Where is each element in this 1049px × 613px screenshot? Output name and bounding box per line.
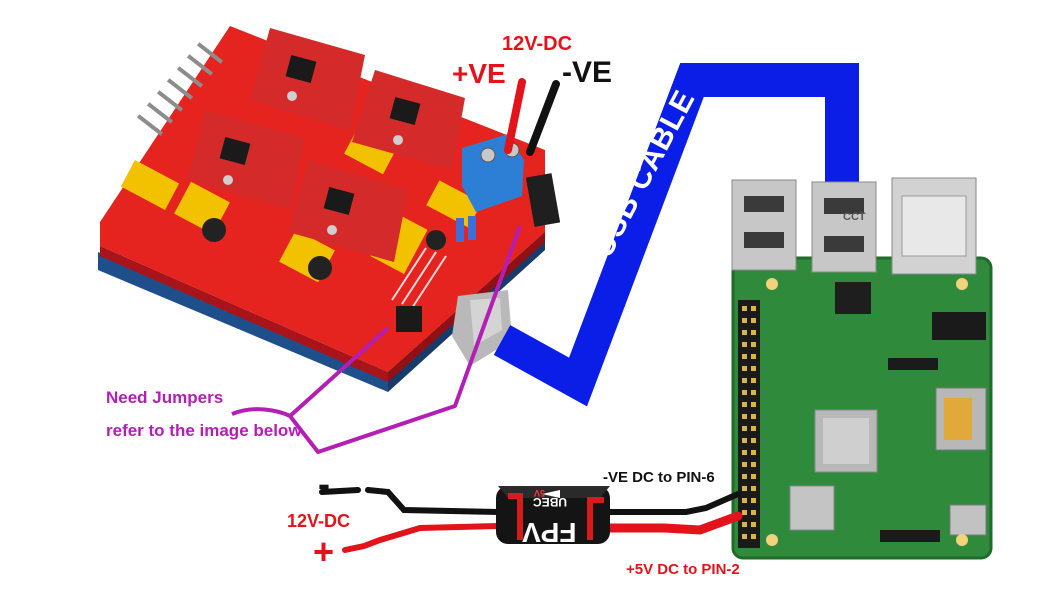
pin-header-row (136, 42, 224, 136)
pi-usb-port-text: CCT (843, 211, 866, 223)
end-stop-pins (456, 216, 476, 242)
top-positive-label: +VE (452, 58, 506, 89)
raspberry-pi (731, 177, 993, 560)
ubec-output-negative-wire (605, 491, 741, 515)
silkscreen-lines (391, 247, 447, 309)
arduino-board (98, 252, 388, 392)
ubec-module (496, 486, 610, 544)
ubec-brand-label: FPV (522, 517, 577, 548)
usb-cable (493, 63, 859, 407)
stepper-driver-3 (352, 70, 465, 170)
stepper-driver-2 (188, 110, 305, 210)
pi-display-connector (888, 358, 938, 370)
top-negative-label: -VE (562, 56, 613, 89)
capacitors (202, 218, 446, 280)
top-supply-label: 12V-DC (502, 33, 573, 55)
pi-audio-jack (932, 312, 986, 340)
ubec-arrow-icon (542, 490, 560, 498)
reset-button (396, 306, 422, 332)
pi-usb-port-2 (811, 181, 877, 273)
ubec-voltage-label: 5V (534, 488, 546, 498)
negative-dc-pin-label: -VE DC to PIN-6 (603, 469, 715, 486)
pi-mount-holes (766, 278, 968, 546)
ubec-output-positive-wire (603, 511, 743, 535)
input-plus-sign: + (313, 531, 335, 572)
ubec-input-positive-wire (342, 523, 501, 553)
pi-usb-port-1 (731, 179, 797, 271)
pi-camera-connector (880, 530, 940, 542)
arduino-cnc-shield (98, 26, 561, 392)
stepper-driver-4 (288, 160, 408, 262)
jumpers-note-line1: Need Jumpers (106, 388, 224, 407)
jumpers-note-line2: refer to the image below (106, 421, 302, 440)
pi-micro-usb (949, 504, 987, 536)
pi-chip-small (835, 282, 871, 314)
pi-wifi-module (789, 485, 835, 531)
jumper-pointer (231, 225, 522, 454)
ubec-input-negative-wire (319, 487, 501, 515)
stepper-driver-1 (250, 28, 365, 130)
pi-board (733, 258, 991, 558)
bottom-supply-label: 12V-DC (287, 511, 351, 531)
pi-gpio-header (738, 300, 760, 548)
top-positive-wire (504, 78, 526, 154)
positive-dc-pin-label: +5V DC to PIN-2 (626, 561, 740, 578)
input-minus-sign: - (318, 463, 330, 504)
top-negative-wire (526, 80, 560, 156)
cnc-shield-edge (100, 246, 388, 382)
dc-barrel-jack (525, 173, 561, 227)
